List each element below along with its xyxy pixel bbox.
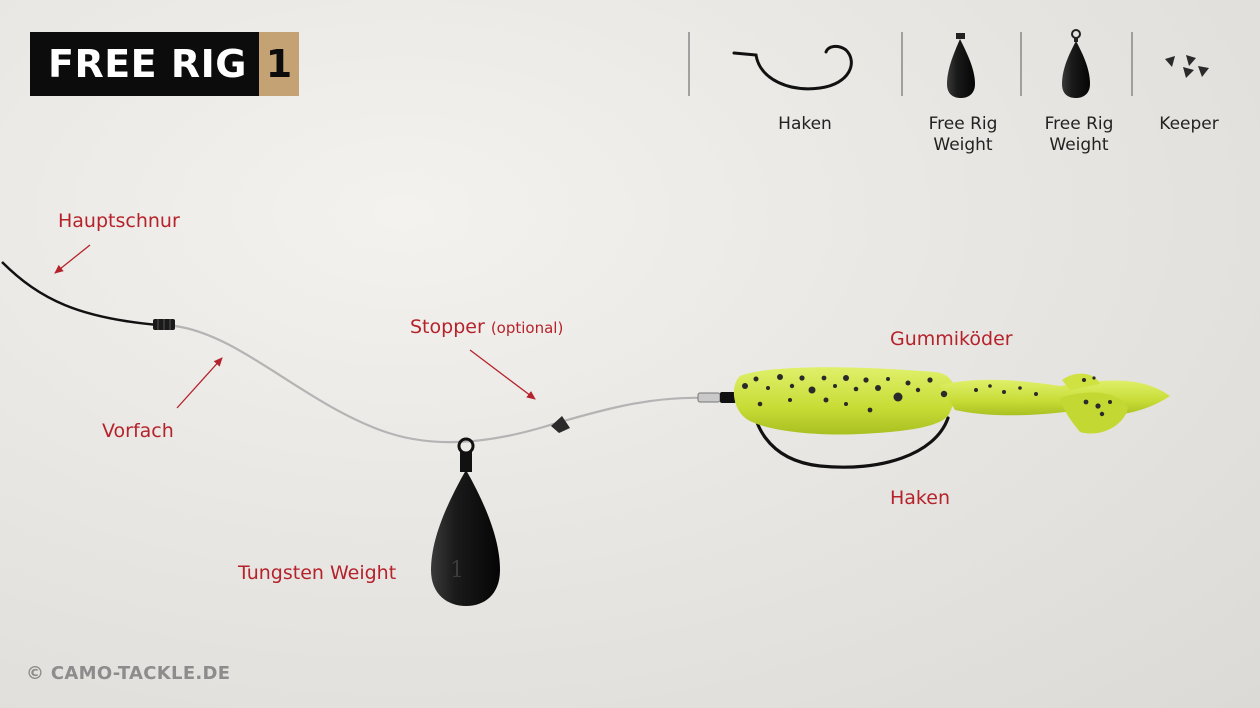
free-rig-weight-icon (947, 33, 975, 98)
stopper-arrow (469, 349, 536, 400)
vorfach-arrow (176, 357, 223, 409)
legend-label-hook: Haken (778, 114, 832, 134)
label-stopper-text: Stopper (410, 316, 485, 338)
label-stopper-note: (optional) (490, 319, 564, 337)
main-line (1, 261, 159, 327)
label-gummikoeder: Gummiköder (890, 328, 1013, 350)
label-stopper: Stopper (optional) (410, 316, 563, 338)
leader-line (174, 324, 706, 444)
legend-label-weight-1: Free Rig Weight (928, 114, 998, 155)
hauptschnur-arrow (54, 244, 91, 274)
hook-eyelet (697, 392, 721, 403)
title-number: 1 (258, 32, 299, 96)
free-rig-weight-eyelet-icon (1062, 29, 1090, 98)
soft-lure (733, 367, 1170, 435)
legend-dividers (688, 32, 1133, 96)
label-vorfach: Vorfach (102, 420, 174, 442)
legend-label-keeper: Keeper (1159, 114, 1219, 134)
title-text: FREE RIG (30, 32, 259, 96)
title-badge: FREE RIG 1 (30, 32, 299, 96)
keeper-beads-icon (1165, 55, 1209, 78)
label-tungsten-weight: Tungsten Weight (238, 562, 397, 584)
tungsten-weight (431, 437, 500, 606)
copyright-notice: © CAMO-TACKLE.DE (26, 663, 231, 684)
hook-icon (732, 44, 853, 91)
weight-mark: 1 (450, 558, 464, 583)
legend-label-weight-2: Free Rig Weight (1044, 114, 1114, 155)
stopper-bead (551, 416, 570, 433)
label-haken: Haken (890, 487, 950, 509)
label-hauptschnur: Hauptschnur (58, 210, 180, 232)
